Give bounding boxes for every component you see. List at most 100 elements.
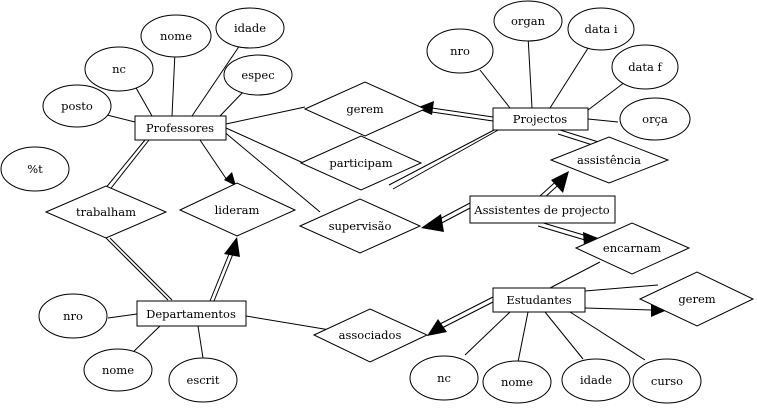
relationships: gerem participam assistência trabalham l… (44, 81, 755, 363)
edge-proj-organ (527, 35, 533, 109)
relationship-label: supervisão (329, 219, 392, 233)
attribute-prof-nome: nome (140, 14, 212, 58)
edge-est-encarnam (549, 261, 601, 289)
entity-label: Assistentes de projecto (473, 203, 610, 217)
attribute-est-nc: nc (409, 355, 479, 401)
relationship-label: encarnam (603, 241, 661, 255)
attribute-label: orça (642, 112, 668, 126)
edge-est-idade (544, 311, 584, 360)
attributes: nome idade nc espec posto %t organ nro (0, 0, 702, 404)
edge-prof-trabalham-b (107, 139, 150, 193)
edge-proj-gerem-b (424, 110, 494, 122)
relationship-gerem-estudantes: gerem (638, 271, 755, 327)
edge-prof-lideram (199, 139, 228, 181)
attribute-est-idade: idade (561, 358, 631, 402)
edge-est-nome (517, 311, 529, 363)
attribute-proj-orca: orça (619, 97, 691, 141)
relationship-trabalham: trabalham (44, 185, 168, 239)
arrowhead-gerem-estudantes (651, 304, 665, 317)
attribute-label: escrit (187, 373, 220, 387)
relationship-label: gerem (678, 292, 715, 306)
edge-est-curso (569, 311, 646, 361)
arrowhead-supervisao (421, 214, 444, 232)
entity-projectos: Projectos (492, 107, 589, 131)
attribute-dep-nome: nome (83, 348, 153, 392)
arrowhead-lideram-professores (224, 172, 236, 186)
edge-proj-dataf (587, 81, 626, 111)
attribute-proj-dataf: data f (611, 44, 679, 90)
entity-departamentos: Departamentos (136, 300, 247, 327)
edge-dep-nro (107, 313, 138, 319)
attribute-pct-t: %t (0, 146, 70, 192)
entity-professores: Professores (134, 115, 227, 141)
edge-dep-trabalham-a (105, 237, 169, 301)
attribute-label: nome (160, 29, 192, 43)
edge-prof-trabalham-a (103, 139, 146, 191)
attribute-label: idade (580, 373, 612, 387)
relationship-encarnam: encarnam (574, 222, 691, 275)
relationship-label: associados (339, 328, 402, 342)
edge-prof-nc (134, 85, 153, 117)
arrowhead-gerem-projectos (416, 101, 434, 115)
attribute-label: nro (450, 44, 470, 58)
edge-est-associados-a (435, 296, 494, 327)
attribute-label: nc (112, 62, 126, 76)
attribute-est-curso: curso (632, 358, 702, 404)
entities: Professores Projectos Assistentes de pro… (134, 107, 616, 327)
relationship-associados: associados (312, 308, 429, 363)
connectors (94, 35, 659, 363)
attribute-proj-organ: organ (493, 0, 563, 42)
relationship-lideram: lideram (178, 182, 297, 237)
edge-prof-nome (171, 51, 176, 117)
attribute-label: nome (501, 375, 533, 389)
attribute-proj-nro: nro (426, 28, 494, 74)
arrowheads (224, 101, 665, 336)
relationship-label: lideram (215, 203, 260, 217)
arrowhead-associados (427, 319, 447, 336)
edge-dep-lideram-a (209, 253, 230, 302)
attribute-dep-nro: nro (38, 293, 108, 339)
attribute-label: nro (63, 309, 83, 323)
edge-assistentes-encarnam-a (539, 221, 588, 237)
relationship-label: participam (329, 156, 392, 170)
attribute-label: %t (27, 162, 43, 176)
edge-dep-escrit (197, 325, 204, 359)
attribute-label: nome (102, 363, 134, 377)
attribute-proj-datai: data i (567, 7, 635, 51)
entity-assistentes-de-projecto: Assistentes de projecto (469, 195, 616, 224)
relationship-label: trabalham (76, 205, 136, 219)
entity-label: Departamentos (146, 307, 236, 321)
attribute-label: curso (651, 374, 683, 388)
attribute-label: posto (61, 99, 93, 113)
attribute-dep-escrit: escrit (168, 357, 238, 403)
entity-label: Estudantes (506, 293, 571, 307)
edge-est-nc (464, 311, 511, 356)
attribute-label: nc (437, 371, 451, 385)
relationship-gerem: gerem (303, 81, 427, 137)
edge-est-associados-b (437, 300, 496, 331)
edge-proj-datai (549, 44, 591, 109)
relationship-participam: participam (299, 135, 423, 191)
attribute-label: data i (584, 22, 617, 36)
entity-label: Projectos (513, 112, 568, 126)
edge-proj-gerem-a (424, 106, 494, 118)
attribute-prof-nc: nc (84, 46, 154, 92)
attribute-est-nome: nome (482, 360, 552, 404)
arrowhead-assistencia (551, 171, 569, 193)
edge-est-gerem-a (584, 284, 659, 292)
entity-label: Professores (146, 121, 214, 135)
relationship-label: gerem (346, 102, 383, 116)
edge-proj-participam-a (388, 128, 497, 186)
edge-prof-supervisao (221, 129, 321, 213)
relationship-assistencia: assistência (549, 136, 670, 184)
entity-estudantes: Estudantes (492, 287, 586, 313)
relationship-label: assistência (577, 153, 641, 167)
edge-prof-gerem (225, 106, 306, 125)
edge-prof-idade (191, 44, 241, 117)
attribute-prof-idade: idade (215, 7, 285, 49)
edge-dep-associados (245, 315, 331, 331)
edge-dep-trabalham-b (109, 237, 173, 301)
attribute-label: espec (241, 68, 274, 82)
attribute-prof-espec: espec (223, 54, 293, 96)
